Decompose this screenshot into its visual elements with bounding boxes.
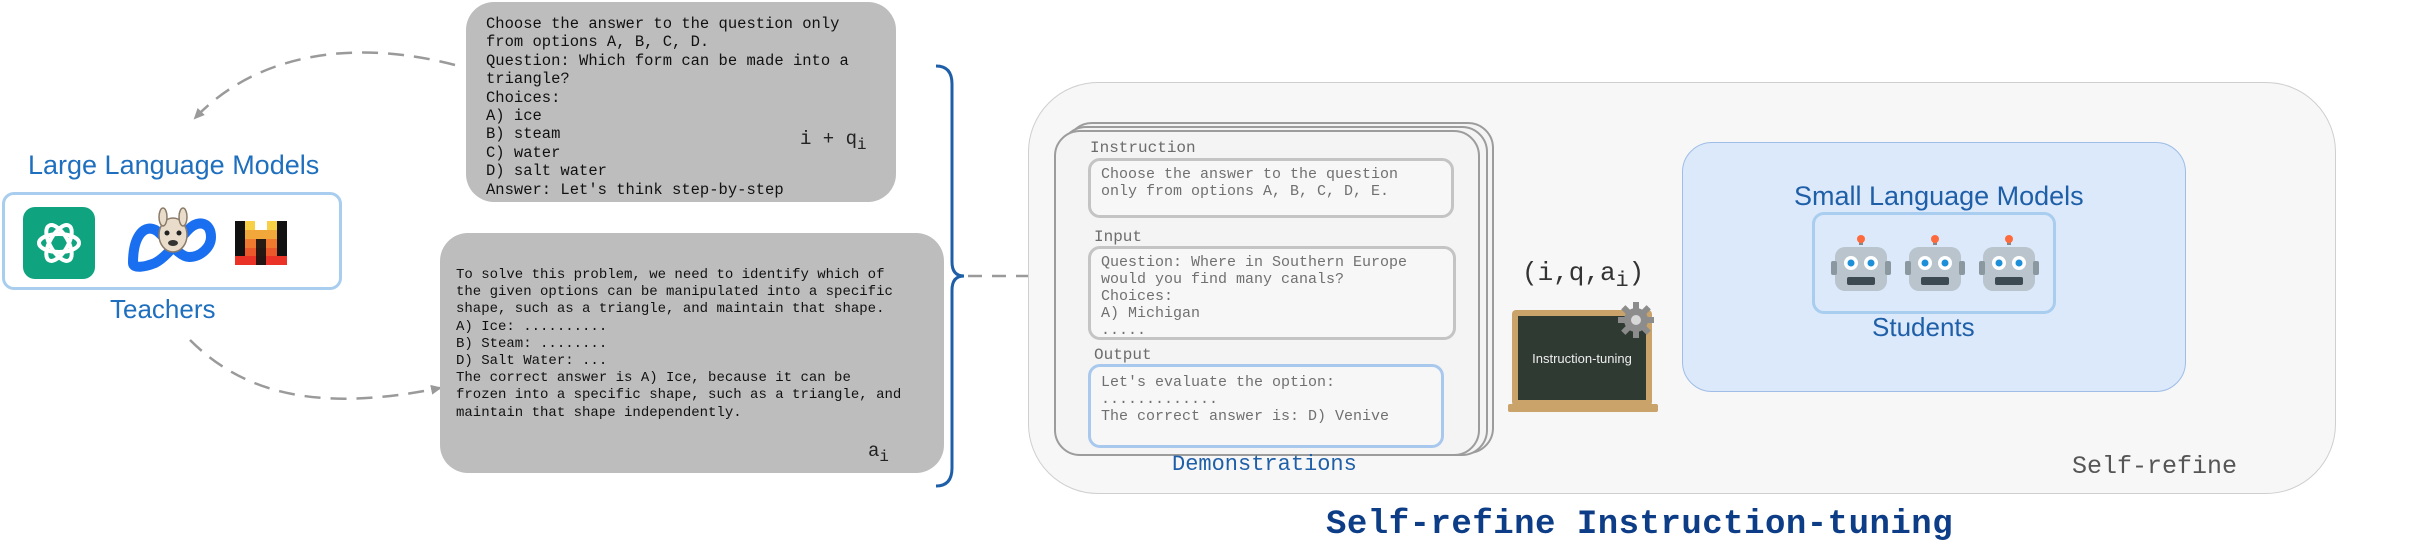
instruction-question-label: i + qi: [800, 128, 867, 154]
input-line: A) Michigan: [1101, 305, 1201, 322]
prompt-line: B) steam: [486, 125, 561, 144]
self-refine-label: Self-refine: [2072, 452, 2238, 481]
prompt-line: Question: Which form can be made into a: [486, 51, 849, 70]
instruction-line: only from options A, B, C, D, E.: [1101, 183, 1390, 200]
chalkboard-text: Instruction-tuning: [1532, 350, 1632, 366]
answer-line: To solve this problem, we need to identi…: [456, 267, 885, 283]
output-line: The correct answer is: D) Venive: [1101, 408, 1390, 425]
teacher-to-answer-arrow: [189, 339, 442, 400]
answer-line: The correct answer is A) Ice, because it…: [456, 370, 851, 387]
answer-line: the given options can be manipulated int…: [456, 284, 893, 301]
instruction-line: Choose the answer to the question: [1101, 166, 1399, 183]
prompt-line: D) salt water: [486, 162, 607, 181]
prompt-line: from options A, B, C, D.: [486, 33, 710, 52]
prompt-line: Answer: Let's think step-by-step: [486, 180, 784, 199]
llm-title: Large Language Models: [28, 150, 320, 180]
demonstrations-caption: Demonstrations: [1172, 452, 1357, 477]
answer-line: frozen into a specific shape, such as a …: [456, 387, 902, 404]
input-line: Question: Where in Southern Europe: [1101, 254, 1408, 271]
input-section-box: Question: Where in Southern Europe would…: [1088, 246, 1456, 340]
robot-icon: [1905, 235, 1965, 291]
answer-label: ai: [868, 440, 889, 466]
curly-brace: [935, 64, 965, 488]
main-title: Self-refine Instruction-tuning: [1326, 506, 1954, 544]
tuple-sub: i: [1615, 268, 1629, 294]
question-prompt-box: Choose the answer to the question only f…: [466, 2, 896, 202]
prompt-line: triangle?: [486, 70, 570, 89]
prompt-line: C) water: [486, 143, 561, 162]
openai-logo-icon: [23, 207, 95, 279]
demo-card-front: Instruction Choose the answer to the que…: [1054, 130, 1480, 456]
chalkboard-illustration: Instruction-tuning: [1508, 302, 1658, 414]
tuple-main: (i,q,a: [1522, 258, 1616, 288]
ai-main: a: [868, 440, 880, 462]
input-section-label: Input: [1094, 228, 1143, 246]
iq-main: i + q: [800, 128, 858, 150]
students-caption: Students: [1872, 312, 1975, 342]
robot-icon: [1979, 235, 2039, 291]
instruction-section-box: Choose the answer to the question only f…: [1088, 158, 1454, 218]
answer-line: maintain that shape independently.: [456, 404, 742, 421]
output-line: .............: [1101, 391, 1219, 408]
prompt-line: Choices:: [486, 88, 561, 107]
instruction-section-label: Instruction: [1090, 139, 1196, 157]
ai-sub: i: [879, 447, 889, 466]
tuple-close: ): [1628, 258, 1645, 288]
prompt-line: Choose the answer to the question only: [486, 15, 840, 33]
teachers-caption: Teachers: [110, 294, 216, 324]
prompt-line: A) ice: [486, 107, 542, 126]
output-line: Let's evaluate the option:: [1101, 374, 1336, 391]
output-section-label: Output: [1094, 346, 1152, 364]
tuple-label: (i,q,ai): [1522, 258, 1644, 293]
output-section-box: Let's evaluate the option: .............…: [1088, 364, 1444, 448]
answer-line: shape, such as a triangle, and maintain …: [456, 301, 885, 318]
answer-line: B) Steam: ........: [456, 335, 608, 352]
query-to-teacher-arrow: [193, 51, 456, 120]
input-line: .....: [1101, 322, 1147, 339]
iq-sub: i: [857, 135, 867, 154]
teacher-logos-box: [2, 192, 342, 290]
student-robots-box: [1812, 212, 2056, 314]
answer-line: D) Salt Water: ...: [456, 353, 608, 370]
input-line: would you find many canals?: [1101, 271, 1345, 288]
input-line: Choices:: [1101, 288, 1174, 305]
gear-icon: [1618, 302, 1654, 338]
robot-icon: [1831, 235, 1891, 291]
slm-title: Small Language Models: [1794, 181, 2084, 211]
chalkboard-ledge: [1508, 404, 1658, 412]
meta-llama-logo-icon: [128, 207, 216, 272]
answer-line: A) Ice: ..........: [456, 318, 608, 335]
teacher-answer-box: To solve this problem, we need to identi…: [440, 233, 944, 473]
mistral-logo-icon: [235, 221, 287, 265]
